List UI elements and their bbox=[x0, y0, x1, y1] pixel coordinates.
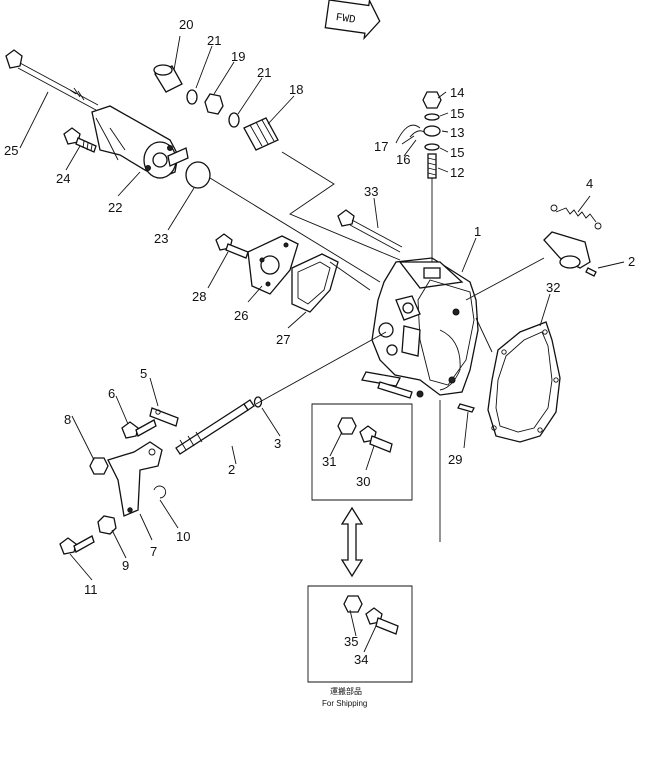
part-28-bolt bbox=[215, 233, 249, 259]
callout-35: 35 bbox=[344, 634, 358, 649]
callout-19: 19 bbox=[231, 49, 245, 64]
part-16-wire bbox=[409, 130, 425, 138]
callout-16: 16 bbox=[396, 152, 410, 167]
group-box-lower bbox=[307, 585, 413, 683]
shipping-caption: For Shipping bbox=[322, 699, 367, 708]
callout-9: 9 bbox=[122, 558, 129, 573]
part-17-pin bbox=[395, 124, 421, 144]
callout-20: 20 bbox=[179, 17, 193, 32]
part-9-nut bbox=[97, 515, 117, 535]
callout-8: 8 bbox=[64, 412, 71, 427]
part-29-pin bbox=[457, 403, 475, 413]
callout-13: 13 bbox=[450, 125, 464, 140]
fwd-arrow-marker: FWD bbox=[324, 0, 381, 41]
callout-7: 7 bbox=[150, 544, 157, 559]
part-20-cap-nut bbox=[153, 64, 183, 93]
callout-29: 29 bbox=[448, 452, 462, 467]
part-19-nut bbox=[204, 93, 224, 115]
part-4-spring bbox=[543, 204, 602, 277]
callout-27: 27 bbox=[276, 332, 290, 347]
part-34-bolt bbox=[365, 607, 399, 635]
callout-12: 12 bbox=[450, 165, 464, 180]
part-21-washer-b bbox=[228, 112, 240, 128]
callout-2-right: 2 bbox=[628, 254, 635, 269]
double-arrow bbox=[340, 506, 364, 578]
callout-10: 10 bbox=[176, 529, 190, 544]
fwd-label: FWD bbox=[335, 12, 357, 27]
part-1-housing bbox=[361, 257, 479, 399]
callout-32: 32 bbox=[546, 280, 560, 295]
callout-23: 23 bbox=[154, 231, 168, 246]
callout-14: 14 bbox=[450, 85, 464, 100]
callout-6: 6 bbox=[108, 386, 115, 401]
part-14-nut bbox=[422, 91, 442, 109]
part-12-stud bbox=[427, 153, 437, 179]
callout-34: 34 bbox=[354, 652, 368, 667]
part-30-bolt bbox=[359, 425, 393, 453]
callout-15a: 15 bbox=[450, 106, 464, 121]
part-21-washer-a bbox=[186, 89, 198, 105]
leader-lines bbox=[19, 35, 625, 653]
callout-33: 33 bbox=[364, 184, 378, 199]
part-8-nut bbox=[89, 457, 109, 475]
part-32-gasket bbox=[487, 321, 561, 443]
part-13-nut bbox=[423, 125, 441, 137]
callout-2-shaft: 2 bbox=[228, 462, 235, 477]
callout-30: 30 bbox=[356, 474, 370, 489]
part-5-lever bbox=[149, 407, 179, 427]
part-22-solenoid bbox=[91, 105, 189, 179]
group-box-upper bbox=[311, 403, 413, 501]
part-2-shaft bbox=[175, 399, 255, 455]
callout-4: 4 bbox=[586, 176, 593, 191]
part-23-o-ring bbox=[185, 161, 211, 189]
part-11-bolt bbox=[59, 535, 95, 555]
callout-25: 25 bbox=[4, 143, 18, 158]
callout-18: 18 bbox=[289, 82, 303, 97]
part-27-gasket bbox=[291, 253, 339, 313]
callout-22: 22 bbox=[108, 200, 122, 215]
callout-5: 5 bbox=[140, 366, 147, 381]
part-31-nut bbox=[337, 417, 357, 435]
part-26-cover-plate bbox=[247, 235, 299, 295]
routing-lines bbox=[209, 151, 545, 542]
callout-28: 28 bbox=[192, 289, 206, 304]
callout-21a: 21 bbox=[207, 33, 221, 48]
callout-1: 1 bbox=[474, 224, 481, 239]
part-6-bolt bbox=[121, 419, 157, 439]
part-10-snap-ring bbox=[153, 485, 167, 499]
part-35-nut bbox=[343, 595, 363, 613]
part-24-bolt bbox=[63, 127, 97, 153]
part-3-o-ring bbox=[253, 396, 263, 408]
callout-15b: 15 bbox=[450, 145, 464, 160]
part-15-washer-b bbox=[424, 143, 440, 151]
callout-labels: 20 21 19 21 18 25 24 22 23 14 15 13 15 1… bbox=[4, 17, 635, 667]
shipping-caption-jp: 運搬部品 bbox=[330, 686, 362, 696]
callout-11: 11 bbox=[84, 582, 98, 597]
part-25-long-bolt bbox=[5, 49, 99, 111]
callout-17: 17 bbox=[374, 139, 388, 154]
callout-24: 24 bbox=[56, 171, 70, 186]
part-15-washer-a bbox=[424, 113, 440, 121]
callout-21b: 21 bbox=[257, 65, 271, 80]
callout-3: 3 bbox=[274, 436, 281, 451]
part-18-adjuster bbox=[243, 117, 279, 151]
callout-31: 31 bbox=[322, 454, 336, 469]
callout-26: 26 bbox=[234, 308, 248, 323]
part-33-bolt bbox=[337, 209, 403, 253]
part-7-bracket bbox=[107, 441, 163, 517]
